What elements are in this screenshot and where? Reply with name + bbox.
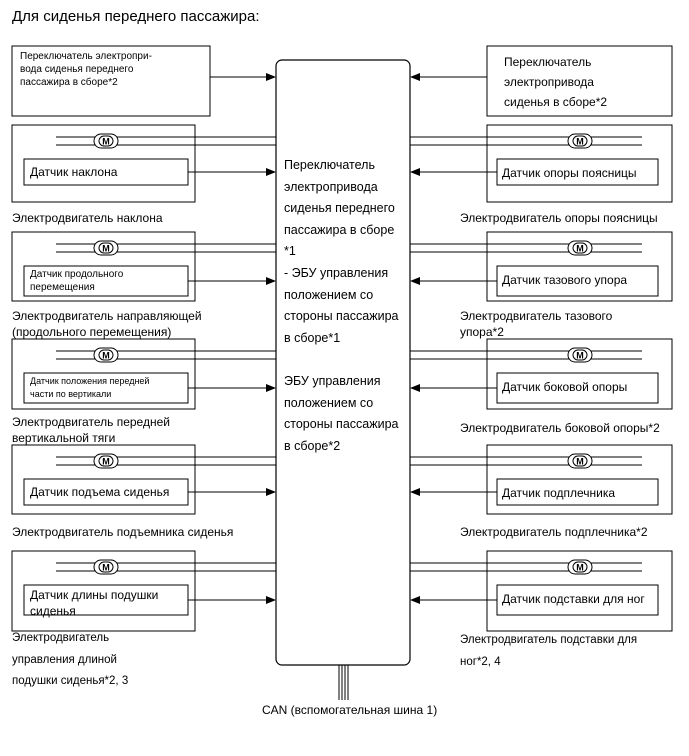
motor-letter: M bbox=[102, 351, 110, 361]
left-sensor-box bbox=[23, 372, 189, 404]
left-sensor-label: Датчик продольного перемещения bbox=[30, 269, 124, 293]
left-motor-icon: M bbox=[93, 133, 119, 149]
right-motor-icon: M bbox=[567, 347, 593, 363]
left-switch-box bbox=[11, 45, 211, 117]
ecu-label: Переключатель электропривода сиденья пер… bbox=[284, 158, 399, 453]
ecu-block bbox=[275, 59, 411, 666]
left-motor-caption: Электродвигатель передней вертикальной т… bbox=[12, 415, 170, 445]
right-sensor-label: Датчик подставки для ног bbox=[502, 592, 645, 606]
left-motor-icon: M bbox=[93, 347, 119, 363]
left-motor-icon: M bbox=[93, 559, 119, 575]
motor-letter: M bbox=[102, 137, 110, 147]
right-sensor-box bbox=[496, 265, 659, 297]
right-motor-icon: M bbox=[567, 559, 593, 575]
right-motor-caption: Электродвигатель боковой опоры*2 bbox=[460, 421, 660, 435]
motor-letter: M bbox=[576, 244, 584, 254]
right-motor-caption: Электродвигатель тазового упора*2 bbox=[460, 309, 613, 339]
can-bus-label: CAN (вспомогательная шина 1) bbox=[262, 703, 438, 717]
right-sensor-box bbox=[496, 158, 659, 186]
left-sensor-label: Датчик длины подушки сиденья bbox=[30, 588, 159, 618]
right-motor-caption: Электродвигатель подплечника*2 bbox=[460, 525, 648, 539]
motor-letter: M bbox=[102, 563, 110, 573]
motor-letter: M bbox=[576, 457, 584, 467]
left-sensor-label: Датчик подъема сиденья bbox=[30, 485, 170, 499]
motor-letter: M bbox=[102, 457, 110, 467]
right-sensor-box bbox=[496, 584, 659, 616]
right-motor-icon: M bbox=[567, 133, 593, 149]
right-switch-label: Переключатель электропривода сиденья в с… bbox=[504, 55, 608, 109]
left-motor-caption: Электродвигатель подъемника сиденья bbox=[12, 525, 234, 539]
motor-letter: M bbox=[102, 244, 110, 254]
right-sensor-label: Датчик тазового упора bbox=[502, 273, 628, 287]
left-sensor-box bbox=[23, 265, 189, 297]
right-sensor-label: Датчик опоры поясницы bbox=[502, 166, 637, 180]
right-motor-icon: M bbox=[567, 240, 593, 256]
right-motor-caption: Электродвигатель подставки для ног*2, 4 bbox=[460, 634, 638, 668]
left-motor-caption: Электродвигатель направляющей (продольно… bbox=[12, 309, 202, 339]
left-sensor-box bbox=[23, 584, 189, 616]
left-motor-icon: M bbox=[93, 240, 119, 256]
motor-letter: M bbox=[576, 137, 584, 147]
motor-letter: M bbox=[576, 563, 584, 573]
left-sensor-label: Датчик наклона bbox=[30, 165, 118, 179]
right-motor-caption: Электродвигатель опоры поясницы bbox=[460, 211, 658, 225]
left-sensor-label: Датчик положения передней части по верти… bbox=[30, 376, 150, 399]
left-motor-caption: Электродвигатель управления длиной подуш… bbox=[12, 632, 129, 687]
motor-letter: M bbox=[576, 351, 584, 361]
left-switch-label: Переключатель электропри- вода сиденья п… bbox=[20, 51, 152, 88]
page-heading: Для сиденья переднего пассажира: bbox=[12, 8, 260, 25]
right-switch-box bbox=[486, 45, 673, 117]
left-motor-caption: Электродвигатель наклона bbox=[12, 211, 163, 225]
left-motor-icon: M bbox=[93, 453, 119, 469]
right-sensor-label: Датчик подплечника bbox=[502, 486, 616, 500]
right-motor-icon: M bbox=[567, 453, 593, 469]
right-sensor-label: Датчик боковой опоры bbox=[502, 380, 628, 394]
left-sensor-box bbox=[23, 158, 189, 186]
right-sensor-box bbox=[496, 372, 659, 404]
can-bus-lines bbox=[338, 665, 349, 700]
